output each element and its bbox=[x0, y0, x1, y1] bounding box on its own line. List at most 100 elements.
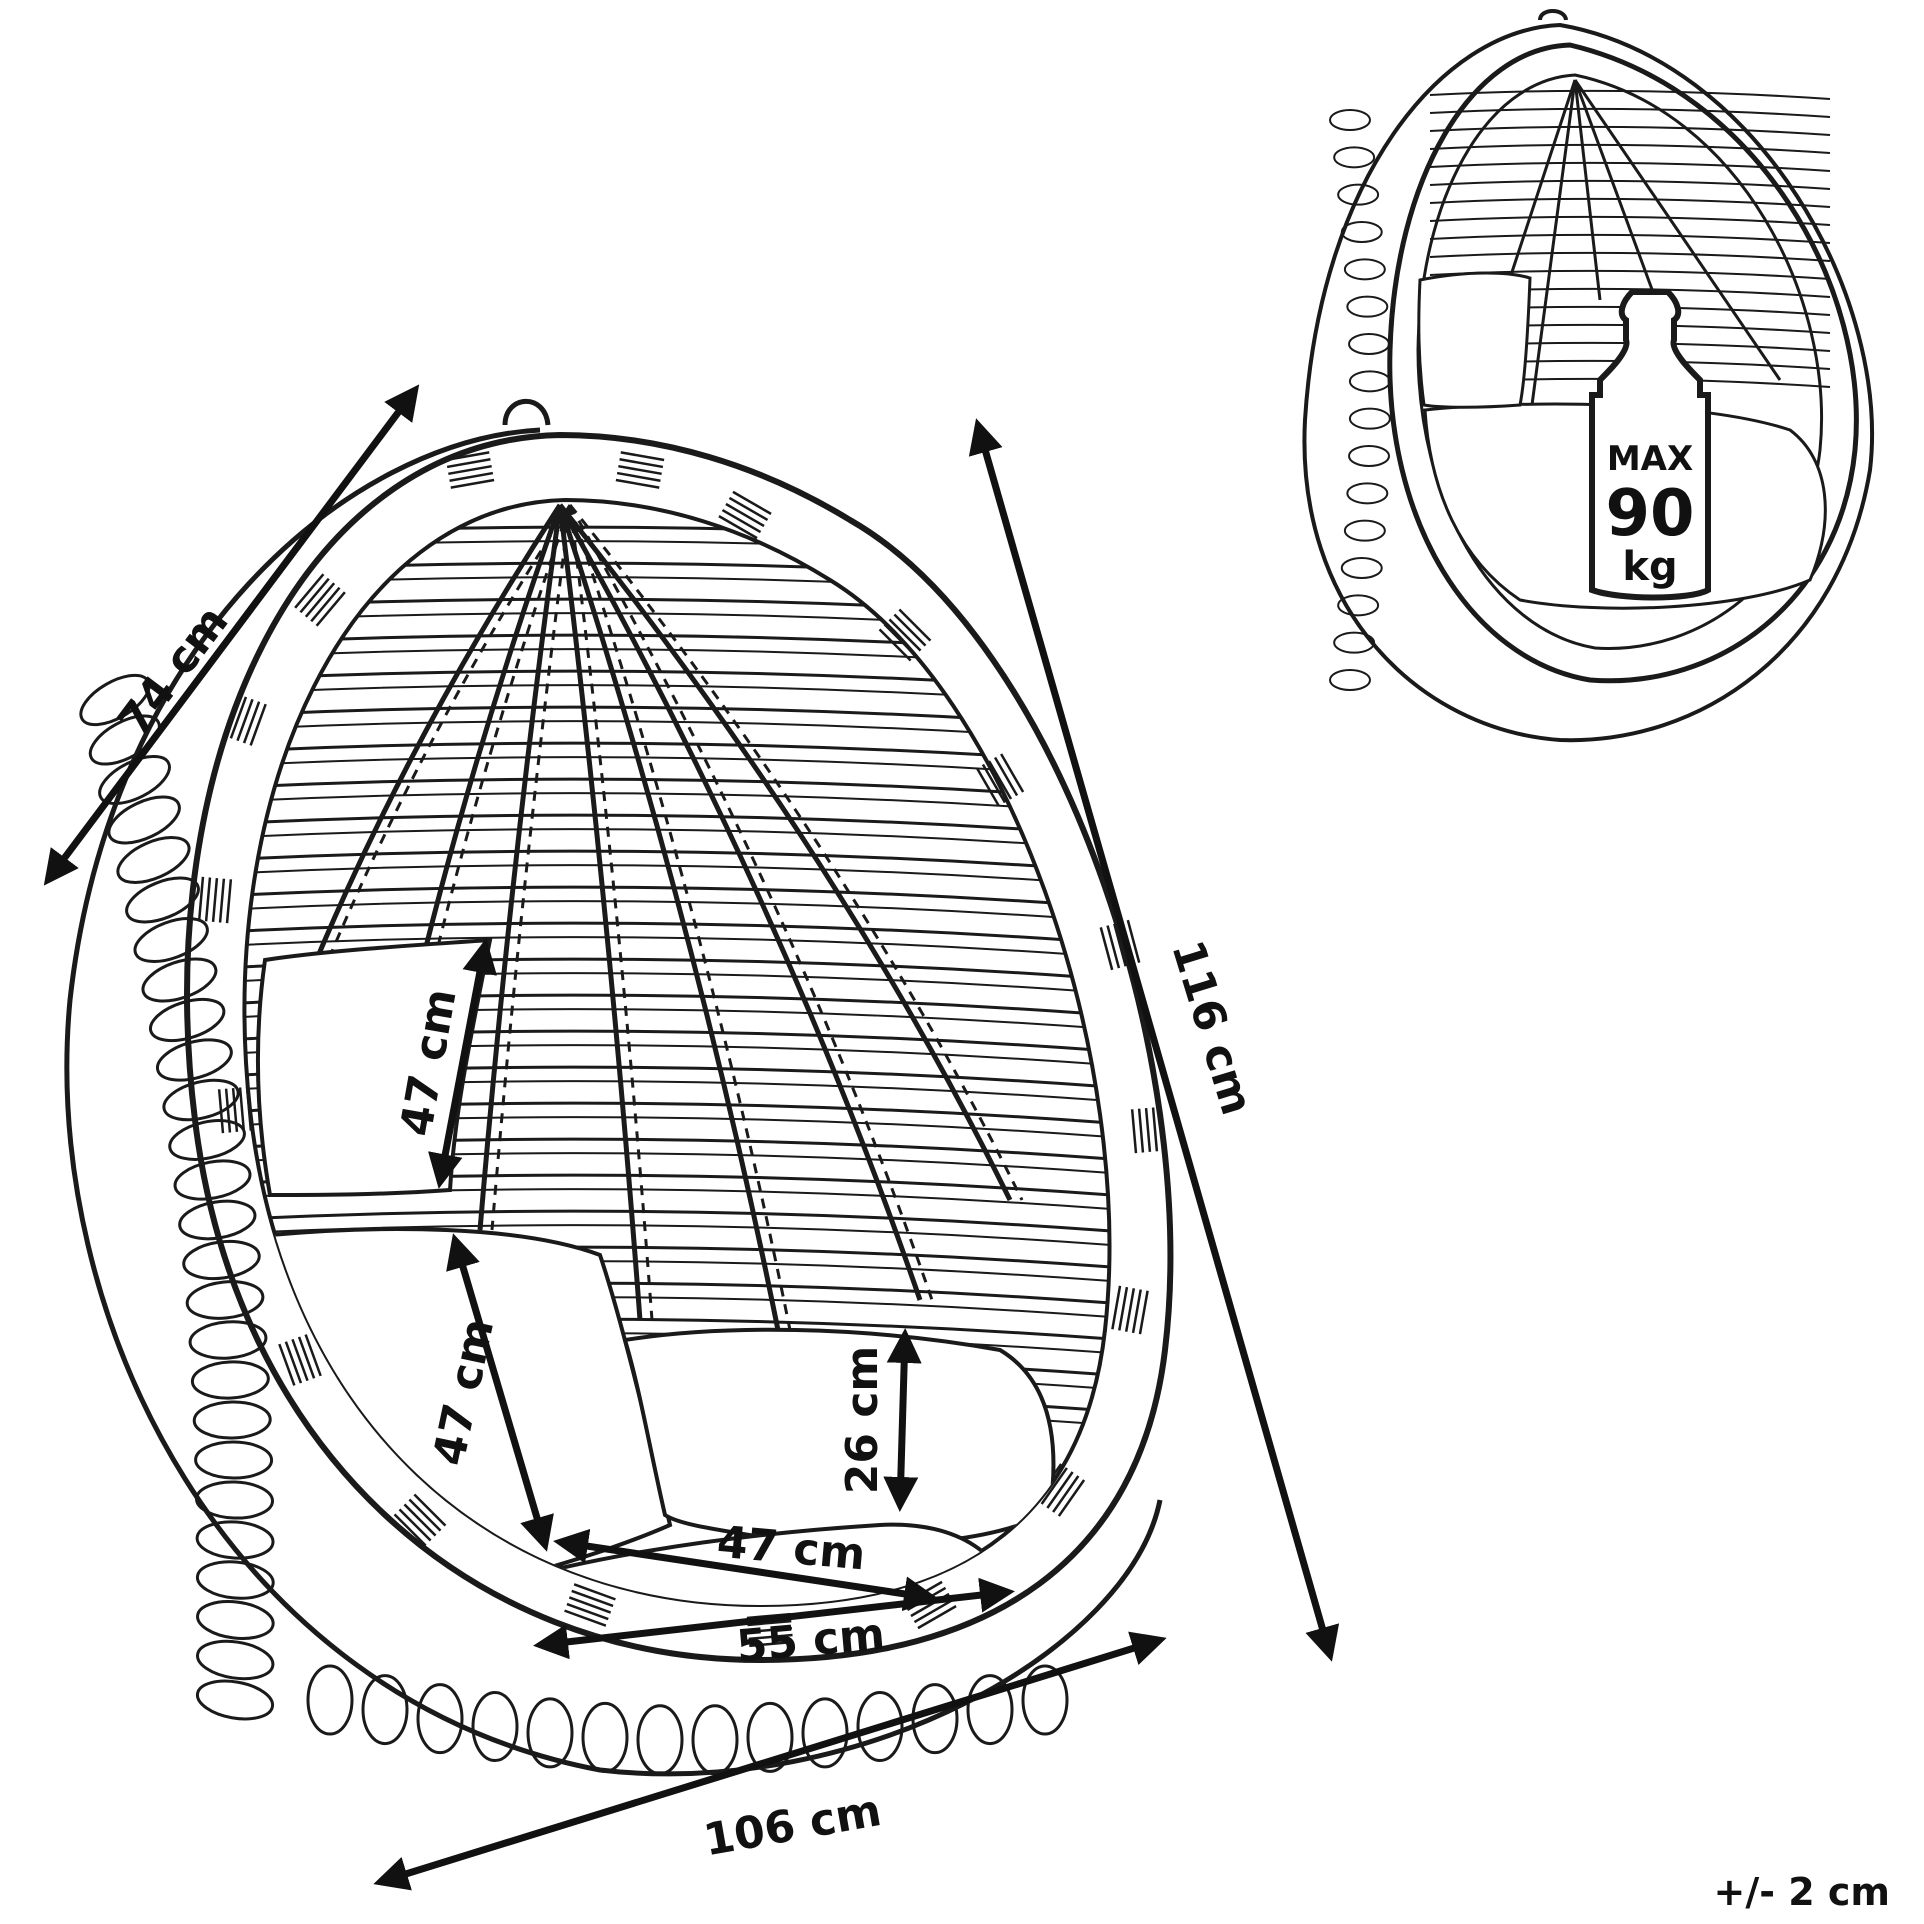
rim-binding bbox=[1137, 1108, 1145, 1153]
back-rib-wrap bbox=[568, 504, 654, 1321]
back-rib-wrap bbox=[568, 504, 934, 1301]
weave-loop bbox=[173, 1159, 252, 1201]
weave-loop bbox=[168, 1119, 246, 1161]
back-slat-edge bbox=[244, 900, 1110, 925]
weave-loop bbox=[116, 836, 191, 884]
small-weave-loop bbox=[1329, 109, 1371, 131]
small-weave-loop bbox=[1343, 519, 1386, 542]
rim-binding bbox=[449, 471, 494, 482]
back-slat-edge bbox=[244, 756, 1110, 781]
weave-loop-bottom bbox=[471, 1691, 519, 1763]
weave-loop bbox=[192, 1400, 272, 1440]
rim-binding bbox=[408, 1498, 442, 1532]
main-chair-illustration bbox=[64, 398, 1174, 1777]
small-frame-rim bbox=[1387, 42, 1859, 684]
rim-binding bbox=[620, 451, 665, 462]
small-weave-loop bbox=[1337, 183, 1380, 206]
rim-binding bbox=[398, 1508, 432, 1542]
depth-arrow bbox=[43, 384, 420, 886]
rim-binding bbox=[403, 1503, 437, 1537]
rim-binding bbox=[888, 618, 922, 652]
width-arrow bbox=[373, 1631, 1167, 1891]
rim-binding bbox=[568, 1596, 612, 1614]
back-rib-wrap bbox=[490, 504, 572, 1231]
weave-loop bbox=[162, 1078, 240, 1122]
rim-binding bbox=[898, 608, 932, 642]
back-rib-wrap bbox=[310, 504, 572, 1001]
rim-binding bbox=[883, 623, 917, 657]
small-weave-loop bbox=[1348, 370, 1391, 393]
small-slat bbox=[1429, 161, 1831, 172]
rim-binding bbox=[217, 1089, 225, 1134]
back-rib bbox=[558, 503, 1013, 1202]
small-back-pillow bbox=[1417, 271, 1532, 409]
rim-binding bbox=[564, 1609, 607, 1627]
rim-binding bbox=[224, 1088, 232, 1133]
weave-loop-bottom bbox=[636, 1704, 684, 1776]
back-slat-edge bbox=[244, 828, 1110, 853]
backrest-height-arrow bbox=[428, 938, 497, 1189]
rim-binding bbox=[1124, 1288, 1136, 1332]
rim-binding bbox=[732, 490, 772, 515]
rim-binding bbox=[619, 458, 664, 469]
small-weave-loop bbox=[1333, 146, 1376, 169]
rim-binding bbox=[1144, 1107, 1152, 1153]
weave-loop bbox=[195, 1520, 275, 1560]
weave-loop-bottom bbox=[691, 1704, 739, 1776]
back-rib-wrap bbox=[400, 504, 572, 1101]
rim-binding bbox=[878, 628, 912, 662]
small-weave-loop bbox=[1346, 295, 1389, 318]
rim-binding bbox=[211, 877, 219, 923]
small-slat bbox=[1429, 197, 1831, 208]
weave-loop bbox=[195, 1480, 274, 1520]
rim-binding bbox=[573, 1583, 616, 1601]
seat-cushion-height-label: 26 cm bbox=[837, 1346, 888, 1494]
small-weave-loop bbox=[1348, 333, 1391, 355]
rim-binding bbox=[297, 1336, 316, 1379]
back-slat-edge bbox=[244, 684, 1110, 709]
back-pillow bbox=[256, 937, 493, 1198]
rim-binding bbox=[721, 508, 762, 534]
depth-label: 74 cm bbox=[108, 597, 238, 746]
seat-cushion-height-arrow bbox=[883, 1328, 922, 1512]
weave-loop bbox=[195, 1560, 275, 1600]
weave-loop bbox=[148, 997, 226, 1043]
hanging-loop bbox=[502, 398, 551, 426]
rim-binding bbox=[1111, 1285, 1122, 1330]
small-slat bbox=[1429, 125, 1831, 136]
rim-binding bbox=[242, 701, 261, 744]
height-arrow bbox=[968, 418, 1340, 1662]
rim-binding bbox=[1130, 1109, 1138, 1154]
small-slat bbox=[1429, 179, 1831, 190]
rim-binding bbox=[225, 879, 233, 924]
weave-loop bbox=[107, 795, 181, 845]
small-weave-loop bbox=[1348, 445, 1391, 467]
small-weave-loop bbox=[1337, 594, 1380, 617]
small-slat bbox=[1429, 89, 1831, 100]
weave-loop-bottom bbox=[306, 1664, 354, 1736]
rim-binding bbox=[204, 877, 212, 922]
weave-loop bbox=[196, 1639, 275, 1681]
rim-binding bbox=[236, 698, 254, 742]
small-weave-loop bbox=[1348, 407, 1391, 430]
rim-binding bbox=[725, 502, 765, 528]
max-value: 90 bbox=[1605, 477, 1694, 551]
small-weave-loop bbox=[1346, 482, 1389, 505]
weave-loop-bottom bbox=[581, 1701, 629, 1773]
rim-binding bbox=[284, 1341, 303, 1384]
rim-binding bbox=[615, 478, 660, 489]
rim-binding bbox=[446, 458, 491, 469]
back-rib-wrap bbox=[568, 504, 1024, 1201]
small-weave-loop bbox=[1340, 221, 1383, 243]
rim-binding bbox=[218, 878, 226, 923]
small-rib bbox=[1573, 79, 1782, 381]
rim-binding bbox=[238, 1087, 246, 1132]
max-unit: kg bbox=[1622, 544, 1677, 590]
height-label: 116 cm bbox=[1161, 935, 1262, 1121]
rim-binding bbox=[231, 1087, 239, 1133]
rim-binding bbox=[728, 496, 769, 522]
back-slat-edge bbox=[244, 864, 1110, 889]
rim-binding bbox=[304, 1334, 322, 1377]
dimension-lines bbox=[43, 384, 1340, 1891]
